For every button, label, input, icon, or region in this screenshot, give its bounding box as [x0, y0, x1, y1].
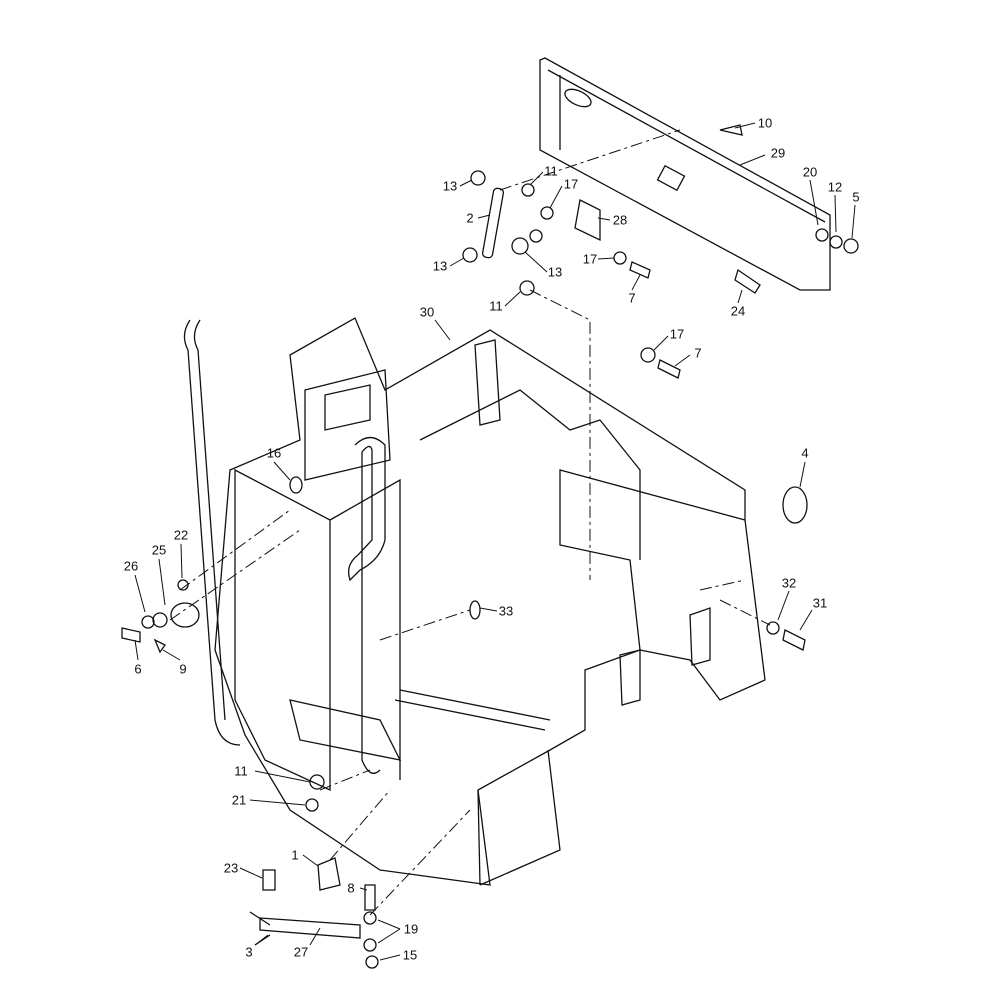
- hardware-top: [462, 124, 859, 379]
- callout-13: 13: [432, 258, 448, 274]
- callout-17: 17: [669, 326, 685, 342]
- callout-31: 31: [812, 595, 828, 611]
- callout-11: 11: [544, 163, 558, 179]
- callout-17: 17: [582, 251, 598, 267]
- callout-10: 10: [757, 115, 773, 131]
- callout-7: 7: [628, 290, 636, 306]
- callout-29: 29: [770, 145, 786, 161]
- callout-19: 19: [403, 921, 419, 937]
- callout-26: 26: [123, 558, 139, 574]
- callout-11: 11: [234, 763, 248, 779]
- leader-lines: [134, 122, 856, 961]
- hardware-side: [121, 476, 808, 969]
- callout-17: 17: [563, 176, 579, 192]
- callout-33: 33: [498, 603, 514, 619]
- callout-16: 16: [266, 445, 282, 461]
- callout-5: 5: [852, 189, 860, 205]
- callout-6: 6: [134, 661, 142, 677]
- cover-plate: [539, 57, 831, 291]
- callout-9: 9: [179, 661, 187, 677]
- callout-32: 32: [781, 575, 797, 591]
- callout-13: 13: [442, 178, 458, 194]
- callout-28: 28: [612, 212, 628, 228]
- callout-25: 25: [151, 542, 167, 558]
- main-frame: [183, 317, 766, 886]
- callout-20: 20: [802, 164, 818, 180]
- callout-22: 22: [173, 527, 189, 543]
- callout-8: 8: [347, 880, 355, 896]
- callout-1: 1: [291, 847, 299, 863]
- callout-30: 30: [419, 304, 435, 320]
- callout-23: 23: [223, 860, 239, 876]
- callout-21: 21: [231, 792, 247, 808]
- callout-2: 2: [466, 210, 474, 226]
- callout-15: 15: [402, 947, 418, 963]
- callout-11: 11: [489, 298, 503, 314]
- callout-4: 4: [801, 445, 809, 461]
- callout-3: 3: [245, 944, 253, 960]
- callout-13: 13: [547, 264, 563, 280]
- callout-27: 27: [293, 944, 309, 960]
- callout-12: 12: [827, 179, 843, 195]
- callout-24: 24: [730, 303, 746, 319]
- callout-7: 7: [694, 345, 702, 361]
